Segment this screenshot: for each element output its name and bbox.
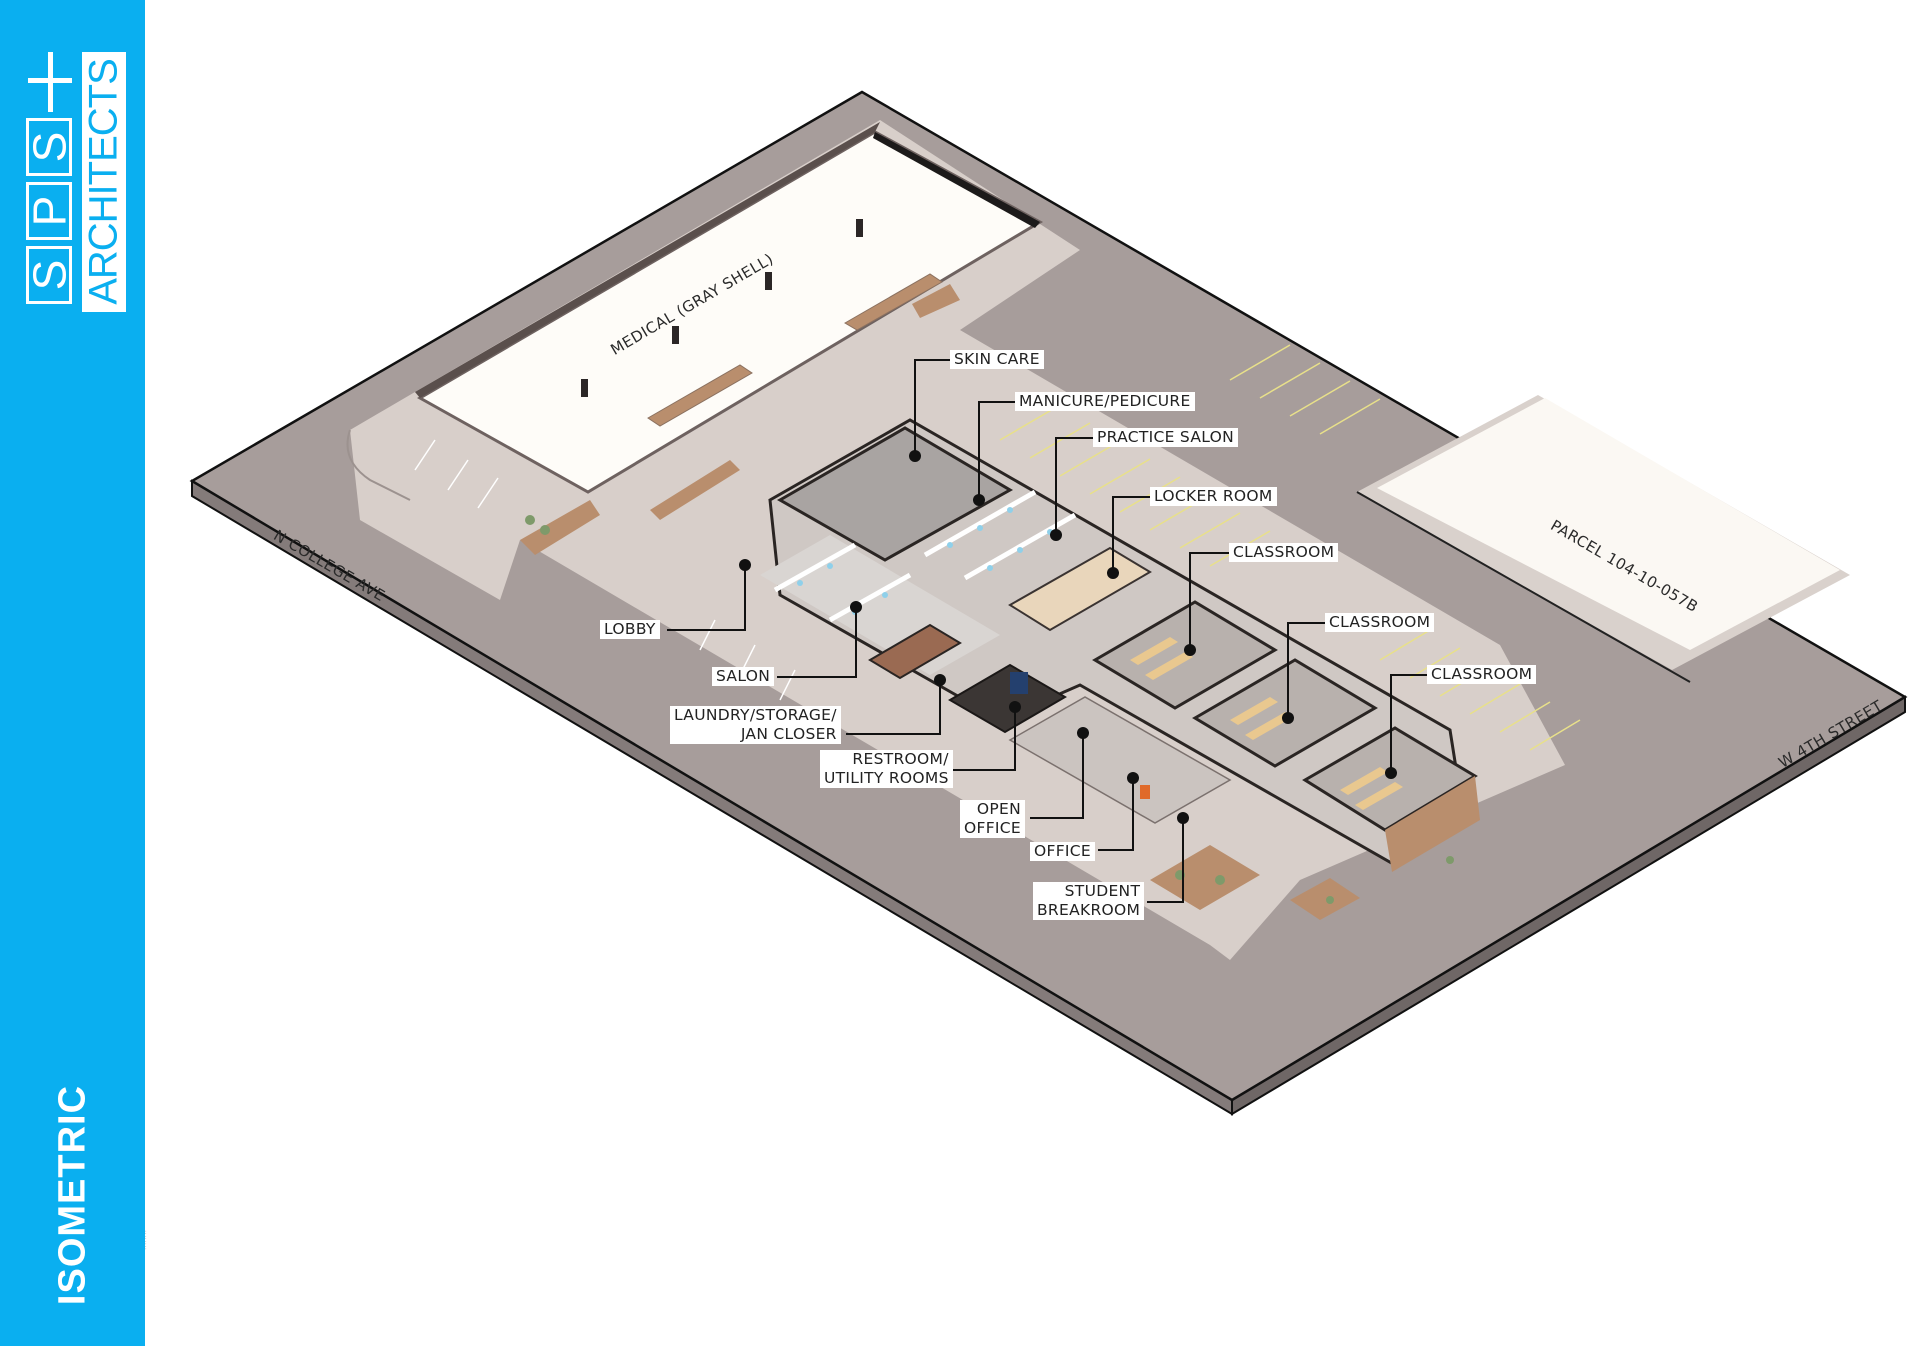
label-restroom-utility: RESTROOM/UTILITY ROOMS bbox=[820, 750, 953, 788]
label-classroom-1: CLASSROOM bbox=[1229, 543, 1339, 562]
label-salon: SALON bbox=[712, 667, 775, 686]
medical-building bbox=[415, 122, 1044, 494]
logo-letter-s-top: S bbox=[23, 118, 75, 176]
label-classroom-3: CLASSROOM bbox=[1427, 665, 1537, 684]
label-practice-salon: PRACTICE SALON bbox=[1093, 428, 1239, 447]
landscape-planters bbox=[520, 460, 1360, 920]
label-lobby: LOBBY bbox=[600, 620, 660, 639]
label-laundry-storage: LAUNDRY/STORAGE/JAN CLOSER bbox=[670, 706, 841, 744]
sps-architects-logo: S P S ARCHITECTS bbox=[22, 52, 126, 312]
logo-letter-p: P bbox=[23, 182, 75, 240]
logo-subtitle-box: ARCHITECTS bbox=[82, 52, 126, 312]
logo-letters: S P S bbox=[22, 52, 76, 312]
callout-leaders bbox=[667, 359, 1427, 903]
label-manicure-pedicure: MANICURE/PEDICURE bbox=[1015, 392, 1195, 411]
label-classroom-2: CLASSROOM bbox=[1325, 613, 1435, 632]
label-office: OFFICE bbox=[1030, 842, 1096, 861]
parcel-area bbox=[1356, 395, 1850, 683]
label-locker-room: LOCKER ROOM bbox=[1150, 487, 1277, 506]
label-skin-care: SKIN CARE bbox=[950, 350, 1044, 369]
school-building bbox=[760, 418, 1480, 872]
sidebar: S P S ARCHITECTS ISOMETRIC bbox=[0, 0, 145, 1346]
logo-letter-s-bottom: S bbox=[23, 246, 75, 304]
callout-dots bbox=[739, 450, 1397, 824]
plus-icon bbox=[28, 52, 72, 112]
